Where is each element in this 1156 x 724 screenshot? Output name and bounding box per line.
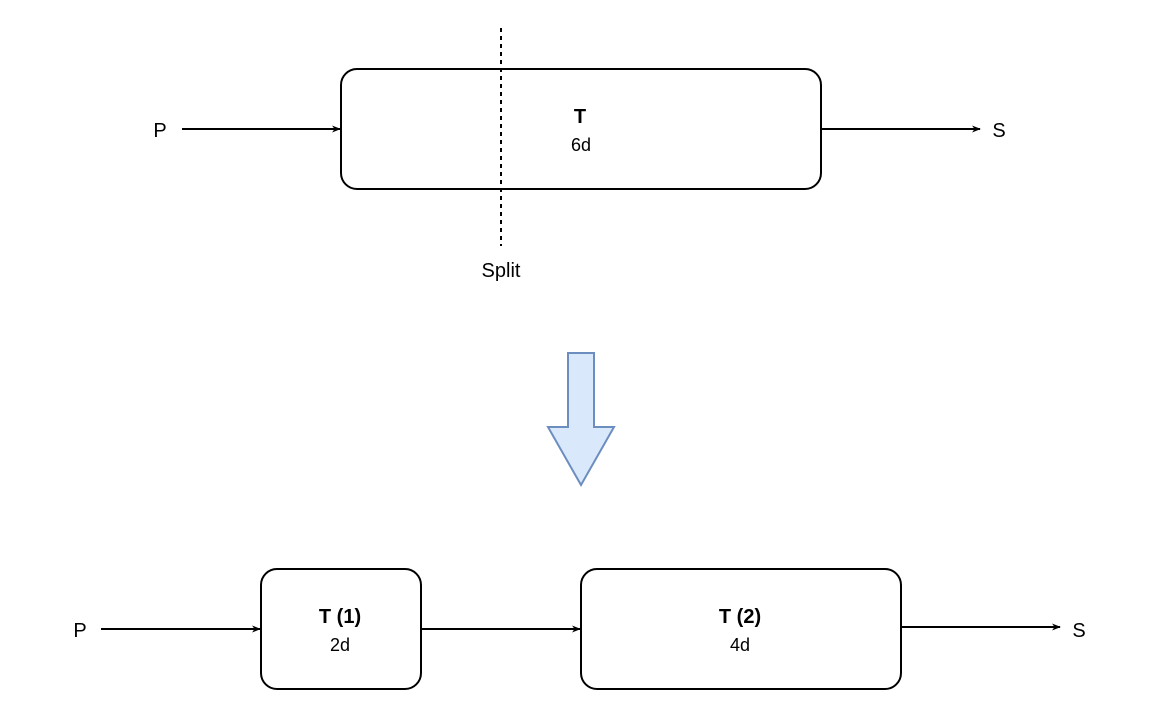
task-box-t2[interactable] xyxy=(580,568,902,690)
task-duration: 6d xyxy=(571,135,591,155)
start-node-label-p: P xyxy=(73,620,86,642)
task-1-title: T (1) xyxy=(319,606,361,628)
task-title: T xyxy=(574,106,586,128)
split-label: Split xyxy=(482,260,521,282)
end-node-label-s: S xyxy=(992,120,1005,142)
task-2-duration: 4d xyxy=(730,635,750,655)
task-1-duration: 2d xyxy=(330,635,350,655)
start-node-label-p: P xyxy=(153,120,166,142)
task-box-t[interactable] xyxy=(340,68,822,190)
task-2-title: T (2) xyxy=(719,606,761,628)
task-box-t1[interactable] xyxy=(260,568,422,690)
after-split-group: P T (1) 2d T (2) 4d S xyxy=(73,568,1086,690)
transform-down-arrow xyxy=(546,352,616,488)
end-node-label-s: S xyxy=(1072,620,1085,642)
before-split-group: P T 6d Split S xyxy=(153,28,1006,282)
